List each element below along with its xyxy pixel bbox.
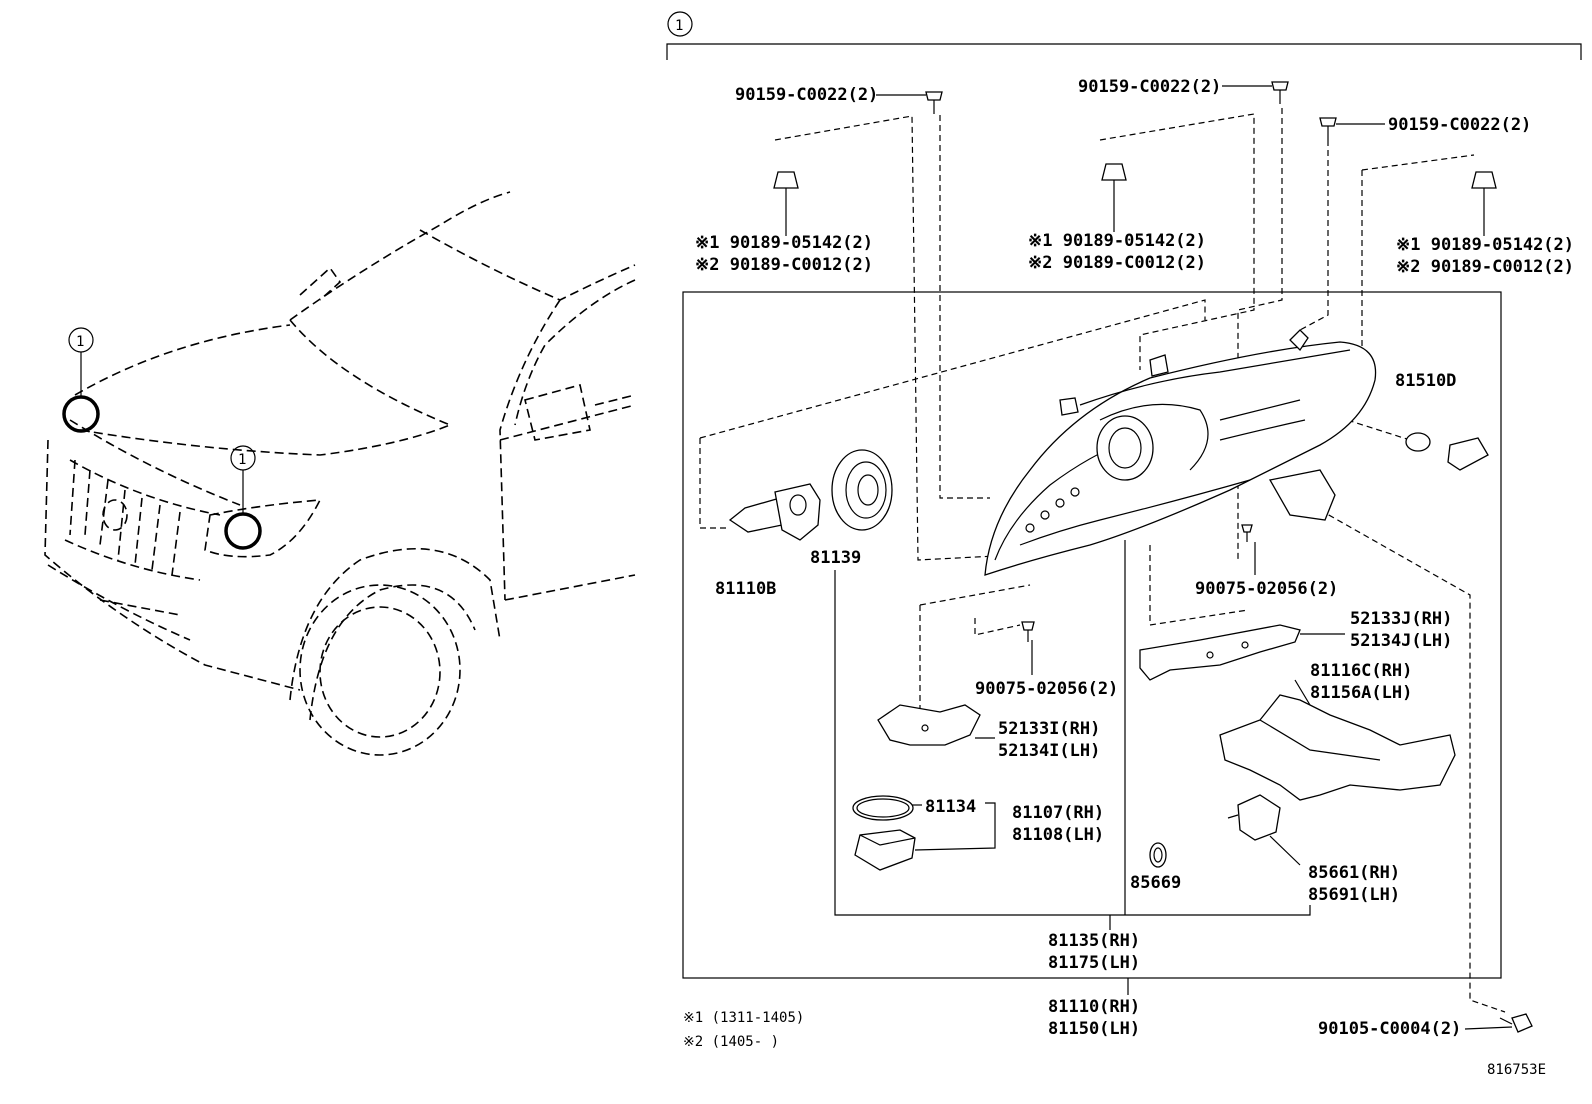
label-52134I: 52134I(LH) [998,741,1100,761]
bulb-socket-icon [1405,432,1489,471]
label-81156A: 81156A(LH) [1310,683,1412,703]
label-81108: 81108(LH) [1012,825,1104,845]
label-81150: 81150(LH) [1048,1019,1140,1039]
label-fastener-top-right: 90159-C0022(2) [1388,115,1531,135]
label-clip-left-2: ※2 90189-C0012(2) [695,255,873,275]
label-81175: 81175(LH) [1048,953,1140,973]
gasket-ring-icon [852,795,914,821]
label-81116C: 81116C(RH) [1310,661,1412,681]
callout-top-text: 1 [675,18,683,34]
exploded-view: 1 90159-C0022(2) 90159-C0022(2) 90159-C0… [666,11,1582,1078]
callout-left-text: 1 [76,334,84,350]
mounting-bracket-icon [1219,694,1456,801]
bolt-icon [1271,81,1289,104]
label-clip-mid-2: ※2 90189-C0012(2) [1028,253,1206,273]
label-screw-right: 90075-02056(2) [1195,579,1338,599]
callout-circle-left [68,327,94,353]
label-clip-right-2: ※2 90189-C0012(2) [1396,257,1574,277]
callout-right-text: 1 [238,452,246,468]
headlight-assembly [984,329,1377,576]
label-clip-left-1: ※1 90189-05142(2) [695,233,873,253]
note-1: ※1 (1311-1405) [683,1010,804,1026]
label-clip-mid-1: ※1 90189-05142(2) [1028,231,1206,251]
right-headlight-marker [224,512,262,550]
note-2: ※2 (1405- ) [683,1034,779,1050]
label-81107: 81107(RH) [1012,803,1104,823]
clip-icon [773,171,799,236]
label-fastener-top-left: 90159-C0022(2) [735,85,878,105]
clip-icon [1101,163,1127,232]
label-bolt-bottom: 90105-C0004(2) [1318,1019,1461,1039]
label-81110B: 81110B [715,579,776,599]
callout-circle-right [230,445,256,471]
leveling-motor-icon [1227,794,1281,841]
bolt-icon [1319,117,1337,140]
group-bracket [666,43,1582,60]
assembly-box [682,291,1502,979]
label-81110: 81110(RH) [1048,997,1140,1017]
label-81139: 81139 [810,548,861,568]
ballast-icon [854,829,916,871]
bracket-icon [1139,624,1301,681]
label-clip-right-1: ※1 90189-05142(2) [1396,235,1574,255]
label-52133I: 52133I(RH) [998,719,1100,739]
label-85691: 85691(LH) [1308,885,1400,905]
screw-icon [1241,524,1253,542]
label-81134: 81134 [925,797,976,817]
seal-ring-icon [831,449,893,531]
clip-icon [1471,171,1497,236]
diagram-id: 816753E [1487,1062,1546,1078]
label-85661: 85661(RH) [1308,863,1400,883]
vehicle-illustration: 1 1 [44,191,636,756]
callout-circle-top [667,11,693,37]
projector-lens [1096,415,1154,481]
label-81135: 81135(RH) [1048,931,1140,951]
label-52133J: 52133J(RH) [1350,609,1452,629]
label-fastener-top-mid: 90159-C0022(2) [1078,77,1221,97]
bracket-icon [877,704,981,746]
label-screw-left: 90075-02056(2) [975,679,1118,699]
bolt-icon [1499,1013,1533,1033]
o-ring-icon [1149,842,1167,868]
bulb-icon [728,483,821,541]
label-85669: 85669 [1130,873,1181,893]
label-52134J: 52134J(LH) [1350,631,1452,651]
screw-icon [1021,621,1035,642]
label-81510D: 81510D [1395,371,1456,391]
bolt-icon [925,91,943,114]
left-headlight-marker [62,395,100,433]
